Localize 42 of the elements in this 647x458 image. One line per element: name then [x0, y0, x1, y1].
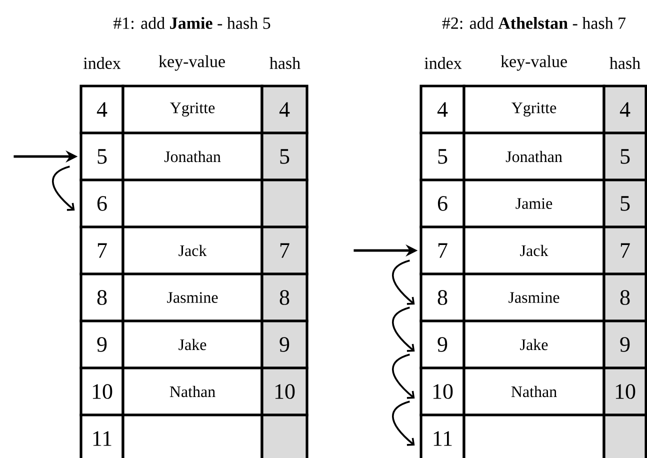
index-cell: 10: [420, 366, 466, 416]
index-cell: 11: [420, 414, 466, 458]
hash-cell: 8: [260, 272, 308, 322]
index-cell: 9: [80, 320, 124, 370]
heading: #2: add Athelstan - hash 7: [442, 16, 626, 30]
curved-arrow: [392, 354, 415, 399]
index-cell: 11: [80, 414, 124, 458]
hash-cell: 4: [602, 84, 647, 134]
curved-arrow: [52, 166, 75, 211]
hash-cell: 5: [602, 132, 647, 182]
index-cell: 7: [80, 226, 124, 276]
column-header: hash: [270, 57, 300, 69]
hash-cell: 7: [260, 226, 308, 276]
index-cell: 5: [420, 132, 466, 182]
column-header: hash: [610, 57, 640, 69]
index-cell: 4: [80, 84, 124, 134]
heading: #1: add Jamie - hash 5: [113, 16, 270, 30]
column-header: index: [424, 57, 462, 69]
hash-cell: 7: [602, 226, 647, 276]
index-cell: 4: [420, 84, 466, 134]
index-cell: 7: [420, 226, 466, 276]
column-header: key-value: [158, 55, 225, 71]
index-cell: 5: [80, 132, 124, 182]
curved-arrow: [392, 306, 415, 352]
index-cell: 8: [80, 272, 124, 322]
hash-cell: 10: [260, 366, 308, 416]
column-header: key-value: [500, 55, 567, 71]
index-cell: 6: [420, 178, 466, 228]
curved-arrow: [392, 260, 415, 305]
index-cell: 8: [420, 272, 466, 322]
hash-cell: 8: [602, 272, 647, 322]
index-cell: 9: [420, 320, 466, 370]
curved-arrow: [392, 400, 415, 446]
column-header: index: [83, 57, 121, 69]
index-cell: 6: [80, 178, 124, 228]
hash-cell: 10: [602, 366, 647, 416]
hash-cell: 9: [602, 320, 647, 370]
hash-cell: 9: [260, 320, 308, 370]
hash-cell: 5: [602, 178, 647, 228]
hash-cell: 4: [260, 84, 308, 134]
index-cell: 10: [80, 366, 124, 416]
hash-cell: 5: [260, 132, 308, 182]
